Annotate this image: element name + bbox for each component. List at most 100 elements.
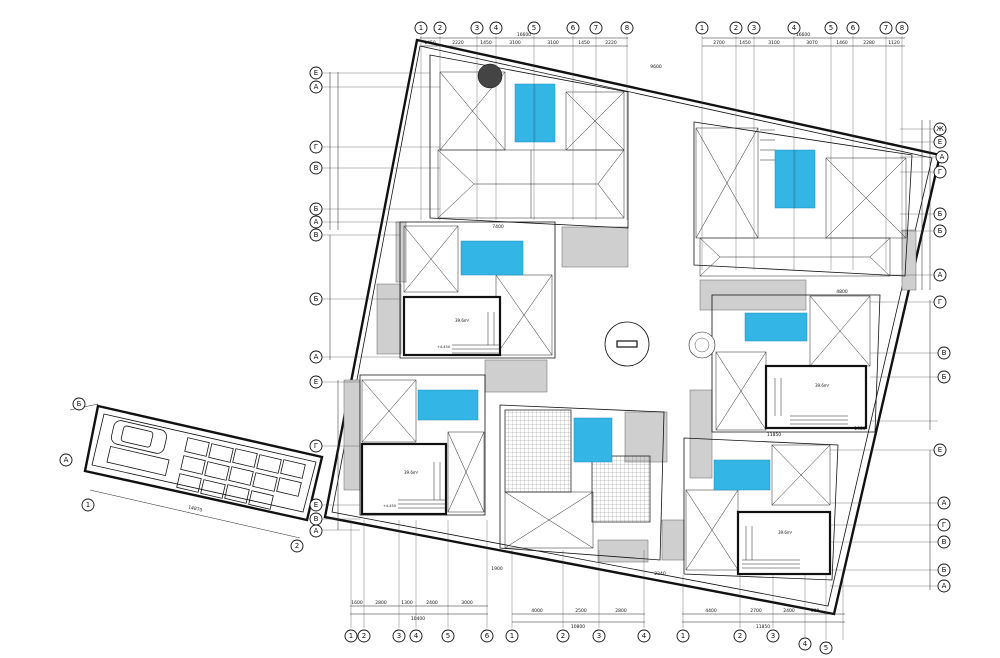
axis-label: 7: [884, 24, 888, 32]
svg-text:4800: 4800: [836, 289, 848, 295]
axis-label: 6: [571, 24, 576, 32]
axis-label: Б: [938, 210, 943, 218]
room-level: +4.450: [383, 504, 396, 508]
svg-text:2400: 2400: [783, 608, 795, 614]
axis-marker: 1: [695, 21, 709, 35]
axis-marker: Г: [933, 295, 947, 309]
axis-marker: 5: [527, 21, 541, 35]
axis-label: В: [314, 164, 319, 172]
axis-markers-top-left: 1 2 3 4 5 6 7 8: [414, 21, 634, 35]
axis-label: 5: [824, 644, 828, 652]
axis-marker: 2: [357, 629, 371, 643]
axis-label: Г: [314, 442, 318, 450]
axis-label: 6: [851, 24, 856, 32]
svg-text:2400: 2400: [426, 600, 438, 606]
tree-icon: [477, 63, 503, 89]
axis-marker: В: [937, 535, 951, 549]
svg-text:10400: 10400: [411, 616, 425, 622]
svg-text:2500: 2500: [575, 608, 587, 614]
axis-label: А: [938, 271, 943, 279]
axis-marker: А: [59, 453, 73, 467]
room-area: 39.6m²: [404, 470, 419, 475]
svg-text:2700: 2700: [713, 40, 725, 46]
svg-text:16600: 16600: [517, 32, 531, 38]
axis-label: А: [314, 83, 319, 91]
axis-label: 3: [397, 632, 401, 640]
svg-text:1450: 1450: [424, 40, 436, 46]
top-left-dims: 16600 1450 2220 1450 3100 3100 1450 2220: [424, 32, 617, 46]
axis-marker: Г: [937, 518, 951, 532]
svg-text:1450: 1450: [578, 40, 590, 46]
axis-label: А: [314, 218, 319, 226]
axis-marker: 4: [787, 21, 801, 35]
axis-marker: 3: [392, 629, 406, 643]
svg-text:3100: 3100: [547, 40, 559, 46]
svg-text:3070: 3070: [806, 40, 818, 46]
axis-marker: 2: [433, 21, 447, 35]
axis-label: Г: [938, 168, 942, 176]
axis-label: А: [942, 499, 947, 507]
axis-label: 5: [532, 24, 536, 32]
axis-marker: Б: [72, 397, 86, 411]
axis-marker: 5: [441, 629, 455, 643]
svg-text:2240: 2240: [654, 571, 666, 577]
axis-label: 2: [734, 24, 738, 32]
axis-label: 3: [752, 24, 756, 32]
axis-label: Е: [314, 501, 318, 509]
axis-marker: В: [937, 346, 951, 360]
site-boundary-inner: [331, 45, 933, 607]
axis-marker: 4: [409, 629, 423, 643]
room-area: 39.6m²: [455, 318, 470, 323]
axis-markers-bottom: 1 2 3 4 5 6 1 2 3 4 1 2 3 4 5: [344, 629, 833, 655]
axis-marker: 1: [344, 629, 358, 643]
axis-label: 2: [295, 542, 299, 550]
axis-label: 7: [594, 24, 598, 32]
axis-label: Ж: [936, 125, 944, 133]
axis-label: 8: [625, 24, 629, 32]
axis-marker: В: [309, 161, 323, 175]
axis-marker: В: [309, 512, 323, 526]
axis-label: 5: [829, 24, 833, 32]
axis-label: 4: [414, 632, 419, 640]
axis-marker: А: [937, 496, 951, 510]
svg-text:2800: 2800: [615, 608, 627, 614]
axis-marker: 5: [819, 641, 833, 655]
axis-label: 4: [642, 632, 647, 640]
axis-marker: 1: [505, 629, 519, 643]
axis-marker: А: [933, 268, 947, 282]
axis-label: 1: [349, 632, 353, 640]
axis-marker: В: [309, 228, 323, 242]
axis-label: В: [314, 231, 319, 239]
axis-label: 1: [510, 632, 514, 640]
axis-label: 6: [485, 632, 490, 640]
axis-marker: 3: [766, 629, 780, 643]
axis-marker: А: [935, 150, 949, 164]
dimension-lines: [316, 36, 938, 640]
svg-text:2220: 2220: [452, 40, 464, 46]
axis-label: 3: [771, 632, 775, 640]
axis-marker: Б: [933, 224, 947, 238]
axis-label: Б: [942, 566, 947, 574]
axis-label: 5: [446, 632, 450, 640]
axis-marker: А: [937, 579, 951, 593]
axis-marker: 2: [733, 629, 747, 643]
axis-label: А: [940, 153, 945, 161]
villa-right-middle: 39.6m²: [688, 294, 881, 433]
svg-text:600: 600: [811, 608, 820, 614]
axis-label: Б: [942, 373, 947, 381]
axis-label: Г: [942, 521, 946, 529]
axis-marker: Е: [309, 66, 323, 80]
axis-marker: 2: [556, 629, 570, 643]
axis-marker: 3: [747, 21, 761, 35]
misc-dims: 1900 2240 9600 7400 4800 11850 1950: [491, 64, 866, 577]
axis-label: Б: [938, 227, 943, 235]
svg-text:1950: 1950: [854, 426, 866, 432]
axis-marker: 1: [414, 21, 428, 35]
axis-label: Г: [314, 143, 318, 151]
parking-area: 14870: [69, 403, 324, 539]
axis-label: 2: [561, 632, 565, 640]
axis-marker: 6: [480, 629, 494, 643]
svg-text:3000: 3000: [461, 600, 473, 606]
axis-label: Г: [938, 298, 942, 306]
